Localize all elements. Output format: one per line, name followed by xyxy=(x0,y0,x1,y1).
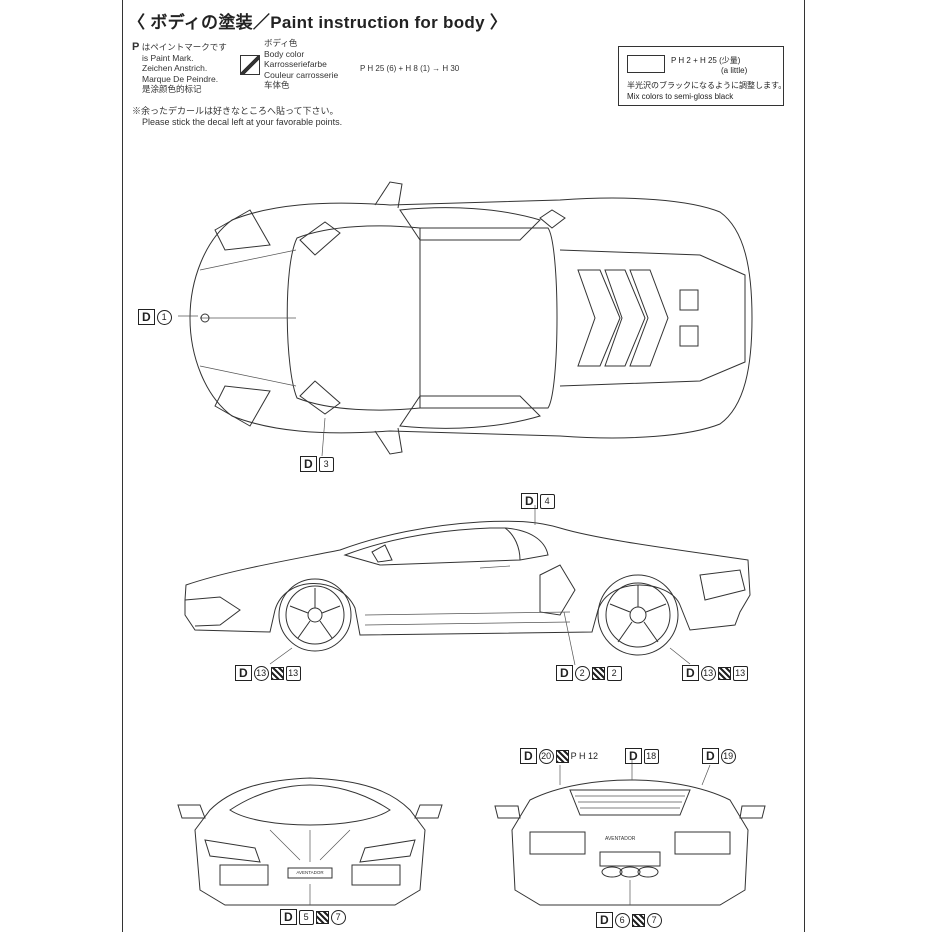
legend-line-de: Zeichen Anstrich. xyxy=(142,63,208,73)
checker-flag-icon xyxy=(717,666,731,680)
decal-d4: D 4 xyxy=(521,493,555,509)
mix-note-jp: 半光沢のブラックになるように調整します。 xyxy=(627,81,787,90)
legend-line-jp: はペイントマークです xyxy=(141,42,227,52)
decal-letter: D xyxy=(521,493,538,509)
decal-note: ※余ったデカールは好きなところへ貼って下さい。 Please stick the… xyxy=(132,106,342,128)
decal-number: 2 xyxy=(574,665,590,681)
decal-letter: D xyxy=(138,309,155,325)
body-color-swatch-icon xyxy=(240,55,260,75)
page-title: 〈 ボディの塗装／Paint instruction for body 〉 xyxy=(128,13,508,32)
mix-color-swatch xyxy=(627,55,665,73)
decal-letter: D xyxy=(556,665,573,681)
decal-number: 6 xyxy=(614,912,630,928)
mix-note: 半光沢のブラックになるように調整します。 Mix colors to semi-… xyxy=(627,80,786,102)
decal-note-en: Please stick the decal left at your favo… xyxy=(142,117,343,127)
decal-letter: D xyxy=(702,748,719,764)
mix-formula-line2: (a little) xyxy=(721,66,748,75)
body-color-jp: ボディ色 xyxy=(264,38,298,48)
legend-line-cn: 是涂颜色的标记 xyxy=(142,84,202,94)
mix-instruction-box: P H 2 + H 25 (少量) (a little) 半光沢のブラックになる… xyxy=(618,46,786,106)
paint-mark-icon: P xyxy=(132,41,140,53)
legend-line-fr: Marque De Peindre. xyxy=(142,73,219,84)
decal-d20: D 20 P H 12 xyxy=(520,748,598,764)
decal-paint-code: P H 12 xyxy=(570,751,599,761)
decal-d13-rear: D 13 13 xyxy=(682,665,748,681)
decal-letter: D xyxy=(682,665,699,681)
decal-number: 18 xyxy=(643,748,659,764)
decal-number-2: 13 xyxy=(285,665,301,681)
legend-line-en: is Paint Mark. xyxy=(142,52,194,63)
sheet-border xyxy=(122,0,805,932)
body-color-formula: P H 25 (6) + H 8 (1) → H 30 xyxy=(360,64,460,73)
decal-letter: D xyxy=(596,912,613,928)
decal-number: 20 xyxy=(538,748,554,764)
checker-flag-icon xyxy=(555,749,569,763)
decal-letter: D xyxy=(280,909,297,925)
decal-d13-front: D 13 13 xyxy=(235,665,301,681)
decal-letter: D xyxy=(235,665,252,681)
decal-letter: D xyxy=(300,456,317,472)
decal-d19: D 19 xyxy=(702,748,736,764)
decal-d2: D 2 2 xyxy=(556,665,622,681)
body-color-en: Body color xyxy=(264,48,305,59)
mix-formula-line1: P H 2 + H 25 (少量) xyxy=(671,56,741,65)
checker-flag-icon xyxy=(270,666,284,680)
body-color-fr: Couleur carrosserie xyxy=(264,69,339,80)
decal-d5: D 5 7 xyxy=(280,909,346,925)
decal-number: 19 xyxy=(720,748,736,764)
front-plate-text: AVENTADOR xyxy=(296,870,324,875)
decal-number-2: 7 xyxy=(646,912,662,928)
mix-formula: P H 2 + H 25 (少量) (a little) xyxy=(671,56,747,76)
paint-mark-legend: P はペイントマークです is Paint Mark. Zeichen Anst… xyxy=(132,42,227,95)
checker-flag-icon xyxy=(315,910,329,924)
decal-d3: D 3 xyxy=(300,456,334,472)
decal-note-jp: ※余ったデカールは好きなところへ貼って下さい。 xyxy=(132,106,339,116)
mix-note-en: Mix colors to semi-gloss black xyxy=(627,92,734,101)
decal-number-2: 13 xyxy=(732,665,748,681)
decal-number: 5 xyxy=(298,909,314,925)
body-color-legend: ボディ色 Body color Karrosseriefarbe Couleur… xyxy=(264,38,338,91)
decal-number: 1 xyxy=(156,309,172,325)
decal-number-2: 7 xyxy=(330,909,346,925)
decal-d6: D 6 7 xyxy=(596,912,662,928)
decal-number: 4 xyxy=(539,493,555,509)
checker-flag-icon xyxy=(591,666,605,680)
body-color-cn: 车体色 xyxy=(264,80,290,90)
decal-number-2: 2 xyxy=(606,665,622,681)
decal-number: 13 xyxy=(700,665,716,681)
decal-number: 13 xyxy=(253,665,269,681)
decal-letter: D xyxy=(625,748,642,764)
body-color-de: Karrosseriefarbe xyxy=(264,59,327,69)
checker-flag-icon xyxy=(631,913,645,927)
decal-number: 3 xyxy=(318,456,334,472)
decal-letter: D xyxy=(520,748,537,764)
decal-d1: D 1 xyxy=(138,309,172,325)
decal-d18: D 18 xyxy=(625,748,659,764)
